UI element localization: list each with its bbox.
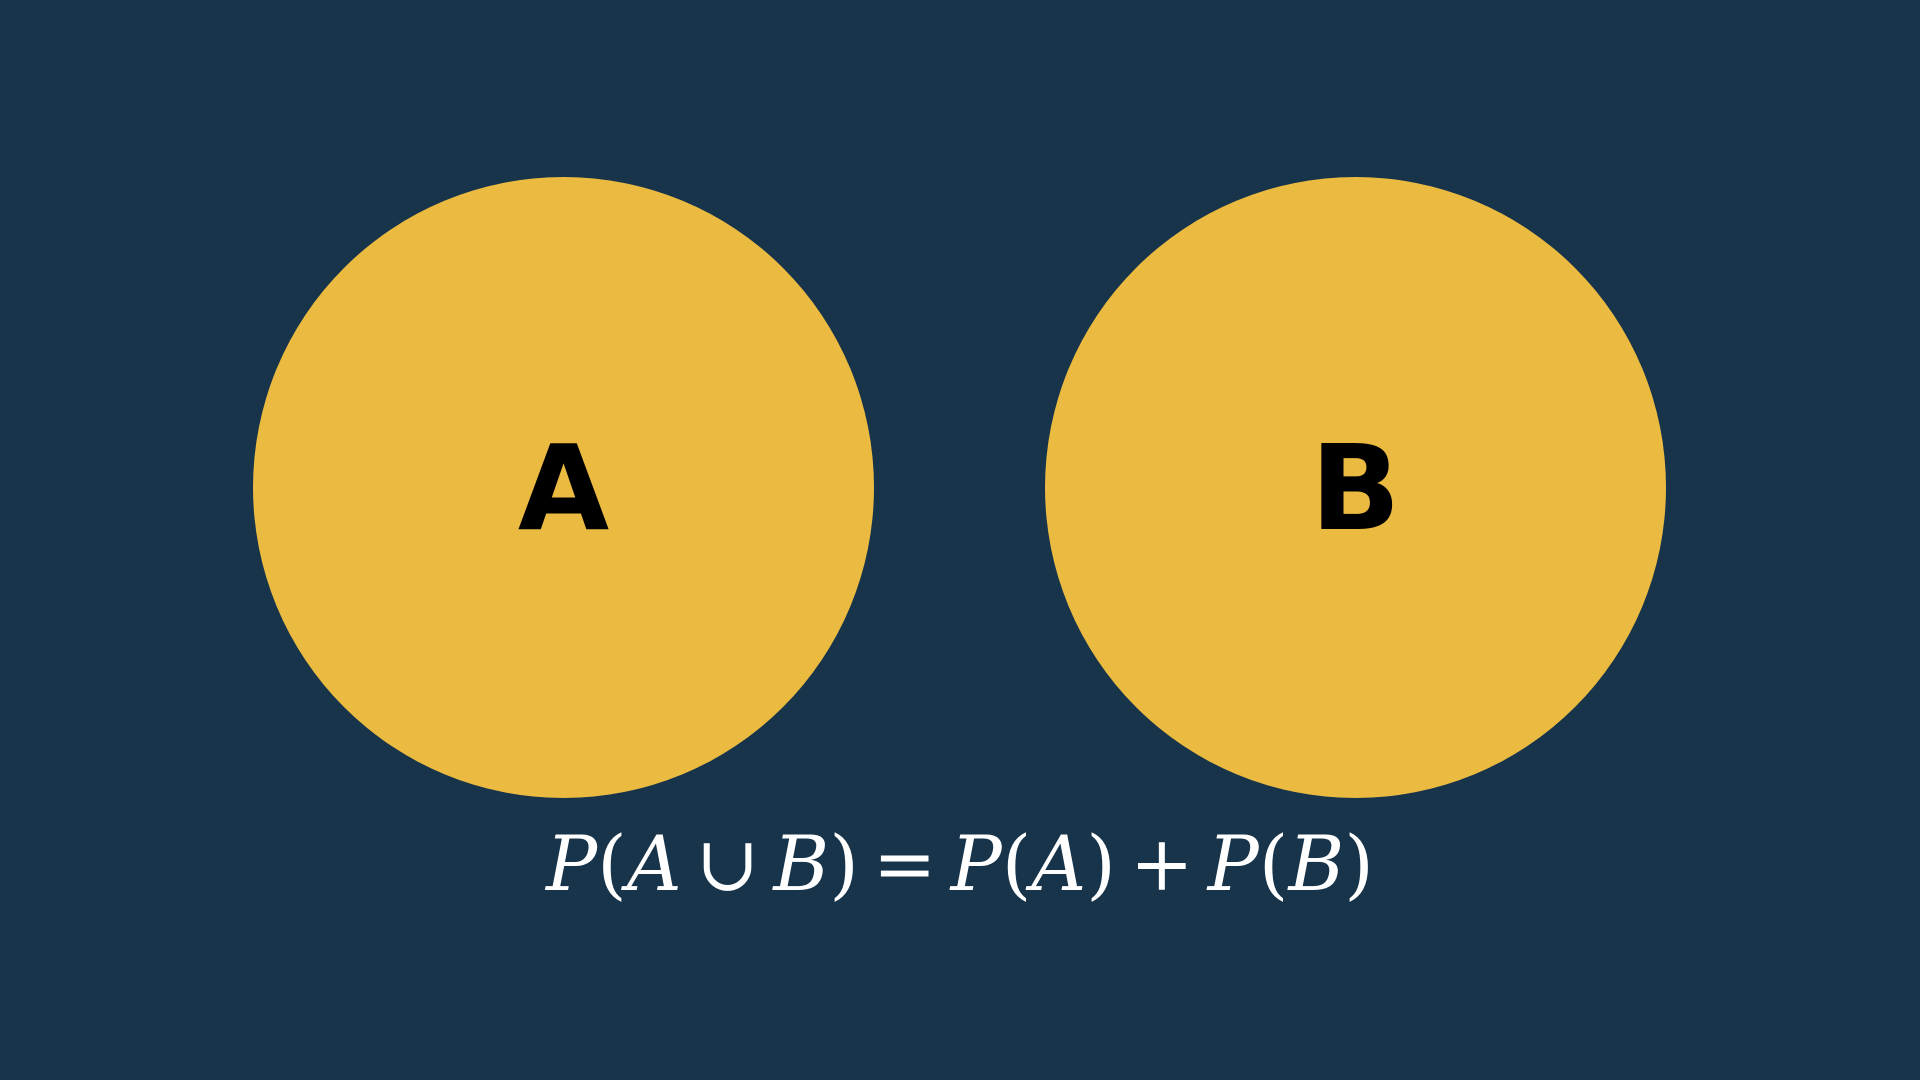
formula-symbol: P <box>546 819 598 908</box>
formula-symbol: ) <box>829 819 859 908</box>
formula-symbol: ( <box>1001 819 1032 908</box>
formula-symbol: ) <box>1344 819 1374 908</box>
formula-symbol: A <box>1031 819 1087 908</box>
addition-rule-formula: P(A∪B)=P(A)+P(B) <box>0 822 1920 906</box>
formula-symbol: ( <box>1258 819 1289 908</box>
formula-symbol: B <box>773 819 830 908</box>
event-b-circle: B <box>1045 177 1666 798</box>
formula-symbol: P <box>1207 819 1259 908</box>
formula-symbol: A <box>626 819 682 908</box>
formula-symbol: P <box>950 819 1002 908</box>
event-a-label: A <box>517 418 610 557</box>
formula-symbol: ( <box>597 819 627 908</box>
formula-symbol: ) <box>1086 819 1116 908</box>
event-b-label: B <box>1310 418 1401 557</box>
formula-symbol: ∪ <box>695 819 760 908</box>
formula-symbol: B <box>1288 819 1345 908</box>
formula-plus: + <box>1129 819 1194 908</box>
formula-equals: = <box>872 819 937 908</box>
event-a-circle: A <box>253 177 874 798</box>
